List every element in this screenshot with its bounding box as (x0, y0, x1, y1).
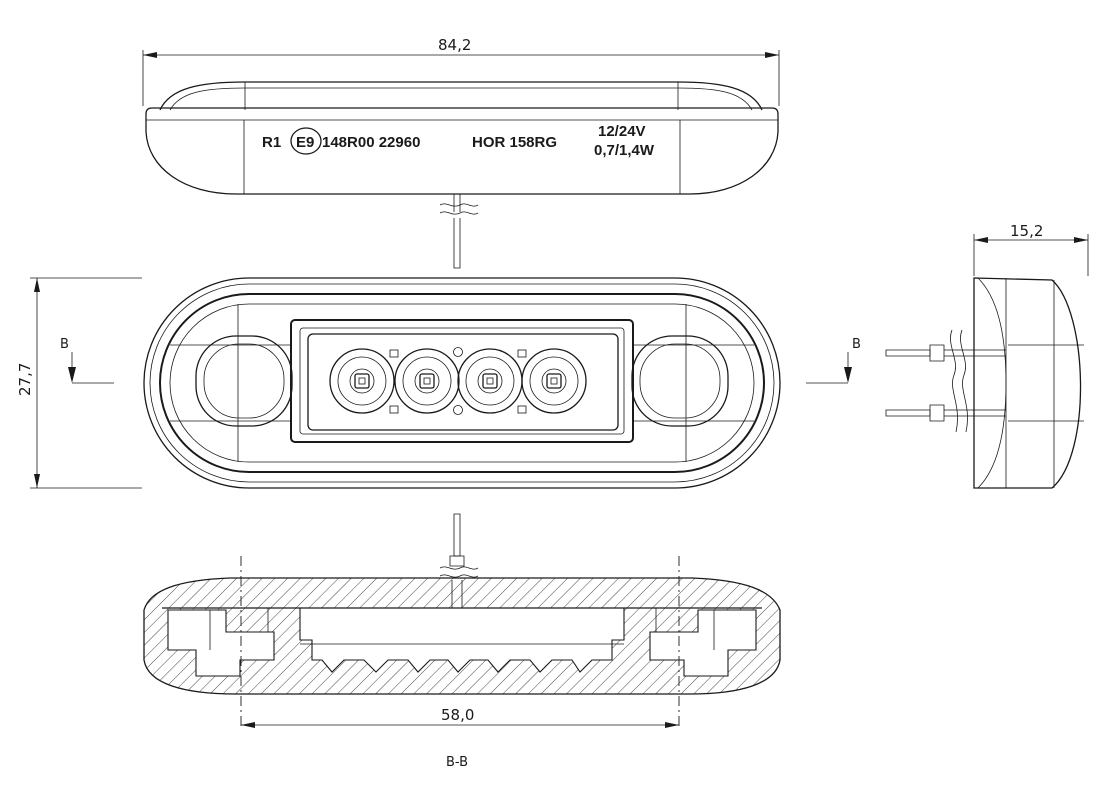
marking-r1: R1 (262, 134, 281, 151)
top-view: R1 E9 148R00 22960 HOR 158RG 12/24V 0,7/… (142, 36, 780, 269)
led-4 (521, 348, 587, 414)
mount-lug-left (195, 335, 293, 427)
marking-voltage: 12/24V (598, 123, 646, 140)
section-marker-left: B (60, 337, 114, 384)
section-view: 58,0 B-B (143, 513, 781, 770)
dim-mount-spacing: 58,0 (441, 706, 474, 724)
led-1 (329, 348, 395, 414)
side-view: 15,2 (885, 222, 1089, 489)
svg-text:B: B (60, 337, 69, 352)
front-view: B B 27,7 (16, 277, 861, 489)
svg-text:B: B (852, 337, 861, 352)
dim-height: 27,7 (16, 363, 34, 396)
lens-frame (290, 319, 634, 443)
marking-model: HOR 158RG (472, 134, 557, 151)
marking-e9: E9 (296, 134, 314, 151)
section-caption: B-B (446, 755, 468, 770)
e-mark-circle (290, 127, 322, 155)
marking-approval: 148R00 22960 (322, 134, 420, 151)
led-3 (457, 348, 523, 414)
led-2 (394, 348, 460, 414)
mount-lug-right (631, 335, 729, 427)
section-marker-right: B (806, 337, 861, 384)
dim-depth: 15,2 (1010, 222, 1043, 240)
marking-power: 0,7/1,4W (594, 142, 655, 159)
dim-overall-length: 84,2 (438, 36, 471, 54)
